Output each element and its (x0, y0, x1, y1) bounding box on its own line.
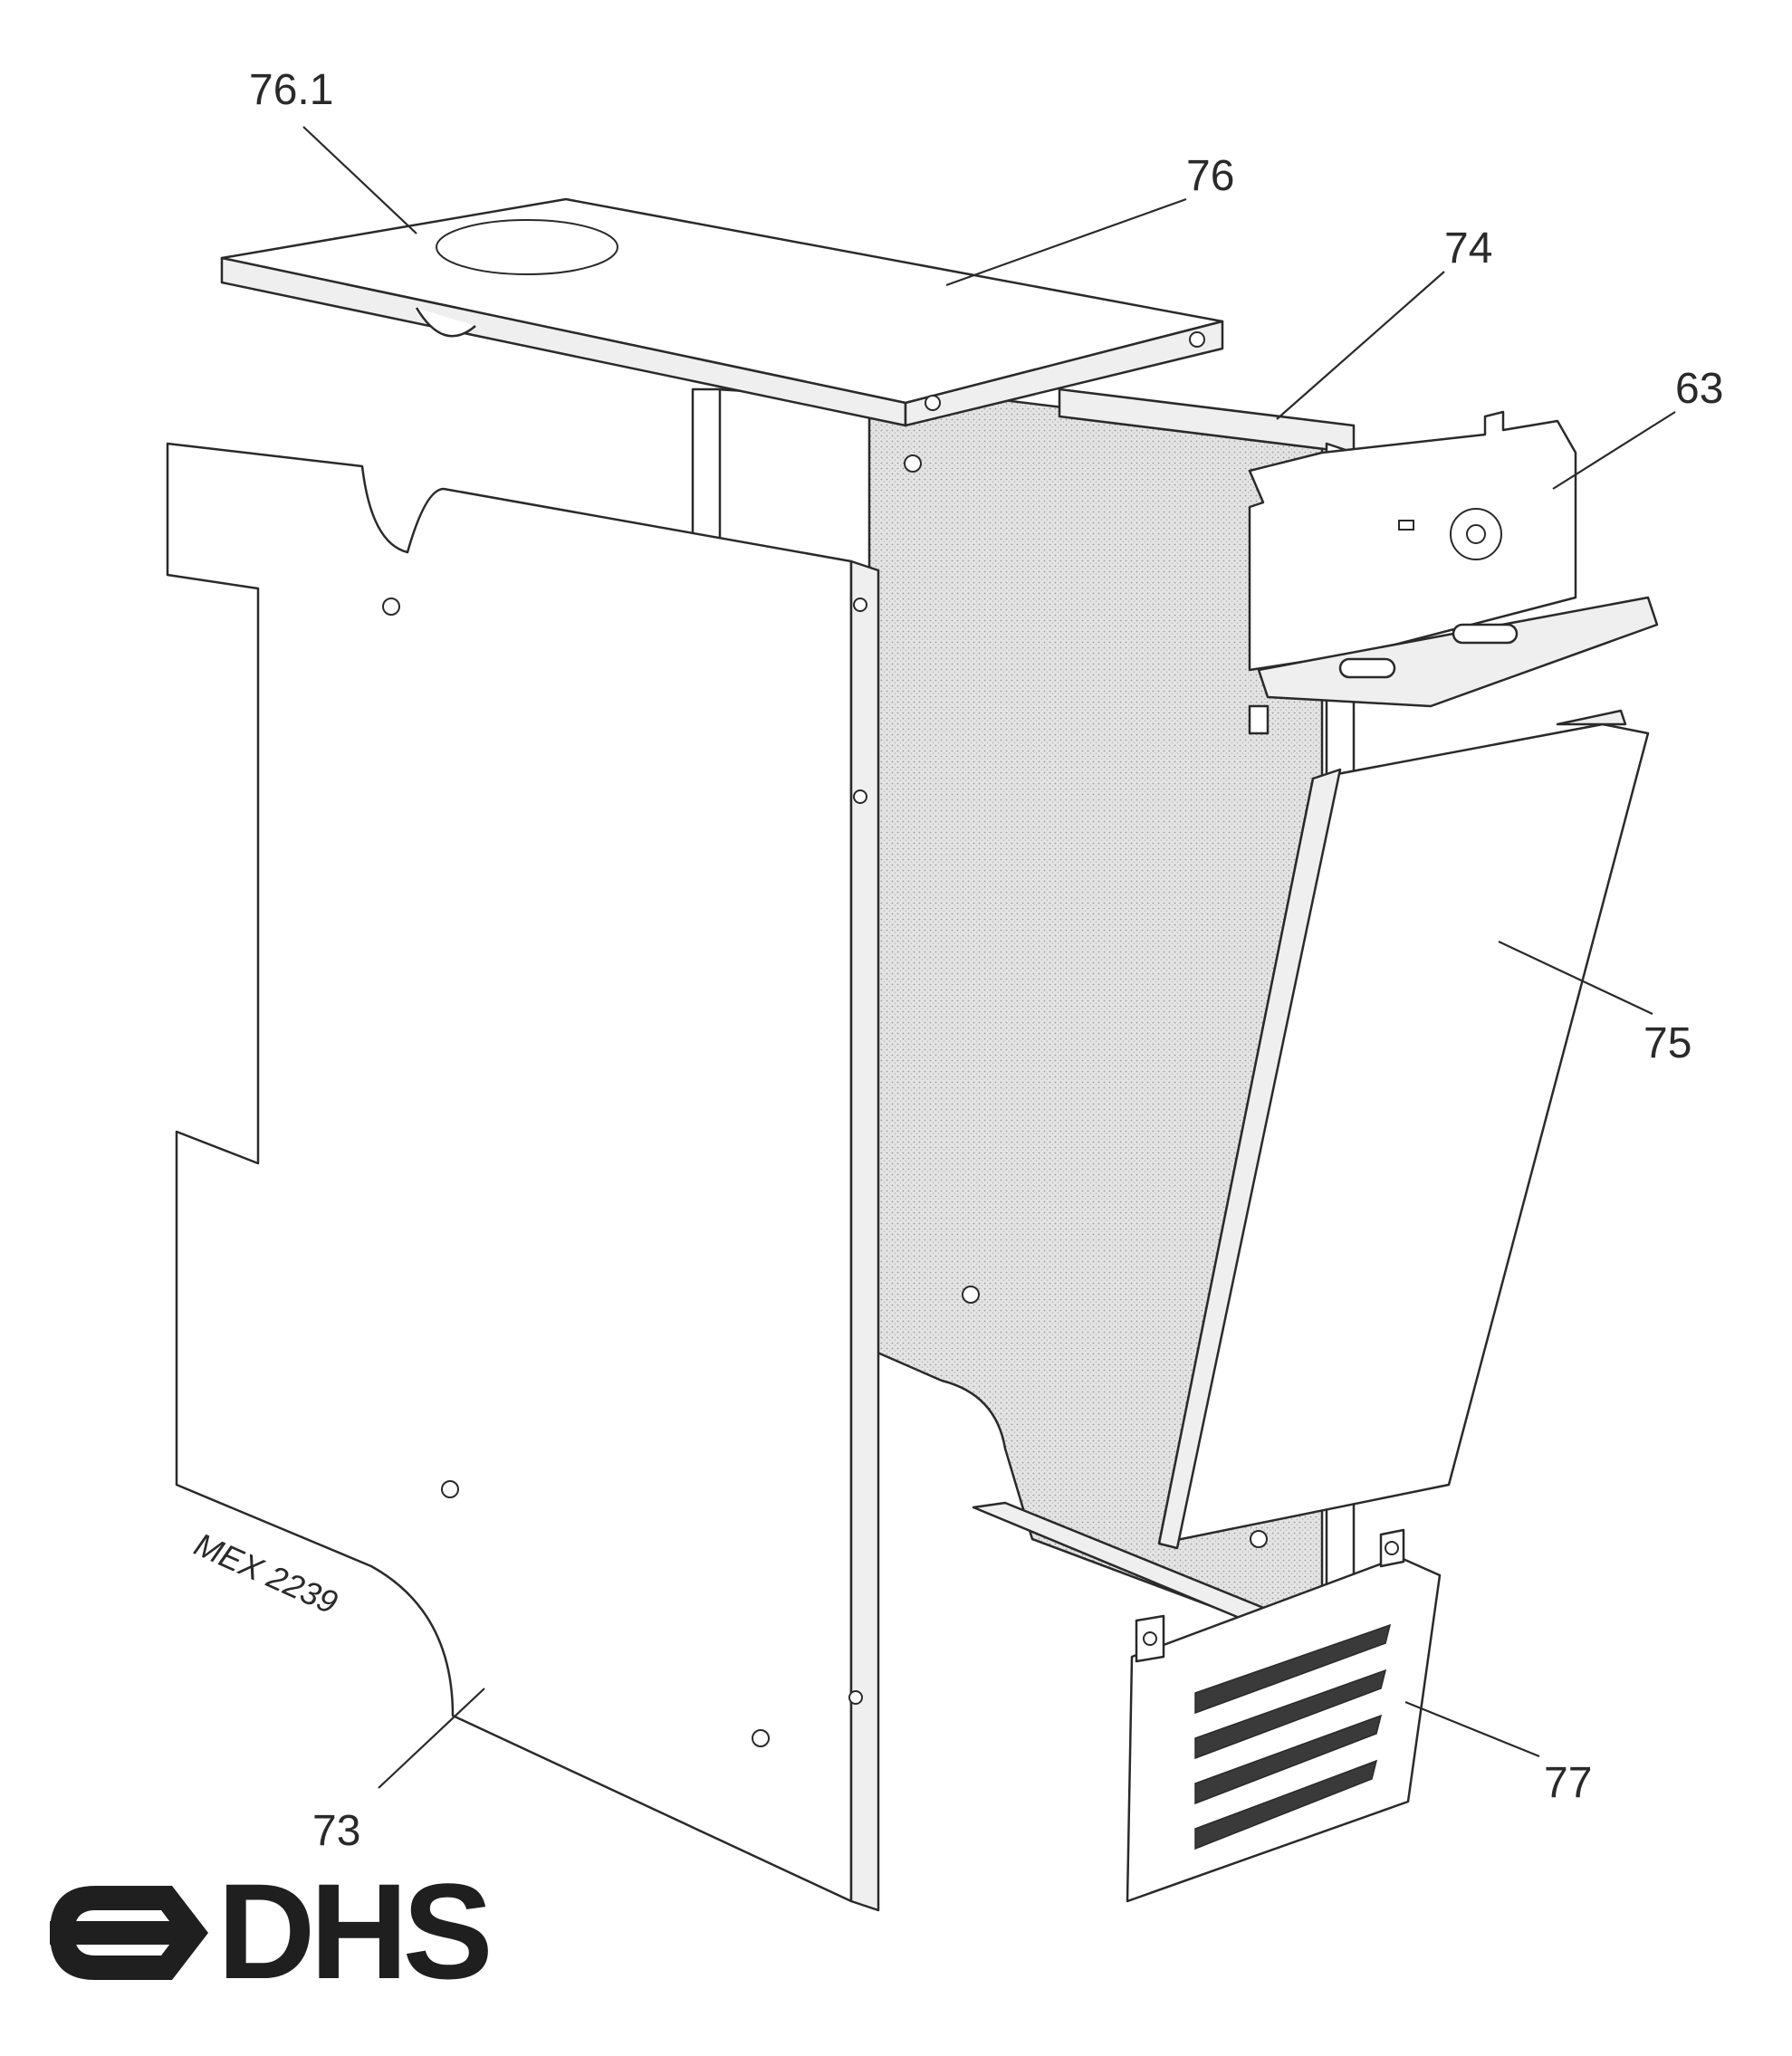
callout-76-1: 76.1 (249, 66, 333, 114)
dhs-logo: DHS (50, 1855, 494, 2007)
front-door-part-75 (1157, 709, 1650, 1550)
callout-76: 76 (1186, 152, 1234, 200)
leader-77 (1404, 1700, 1540, 1758)
top-panel-part-76 (220, 197, 1224, 427)
leader-74 (1276, 271, 1445, 420)
louvre-grille-part-77 (1126, 1528, 1442, 1903)
callout-75: 75 (1643, 1019, 1691, 1067)
flue-opening (436, 219, 618, 275)
control-bracket-part-63 (1248, 410, 1659, 735)
callout-73: 73 (312, 1807, 360, 1855)
logo-text: DHS (217, 1855, 489, 2007)
callout-74: 74 (1444, 225, 1492, 273)
leader-lines (302, 126, 1676, 1789)
arrow-bar (50, 1921, 186, 1945)
leader-63 (1552, 411, 1676, 490)
callout-63: 63 (1675, 365, 1723, 413)
side-panel-part-73 (166, 442, 1268, 1912)
callout-77: 77 (1544, 1759, 1592, 1807)
leader-76-1 (302, 126, 417, 234)
arrow-logo-icon (50, 1886, 208, 1980)
leader-76 (945, 197, 1187, 287)
leader-73 (378, 1688, 485, 1789)
leader-75 (1498, 941, 1653, 1015)
